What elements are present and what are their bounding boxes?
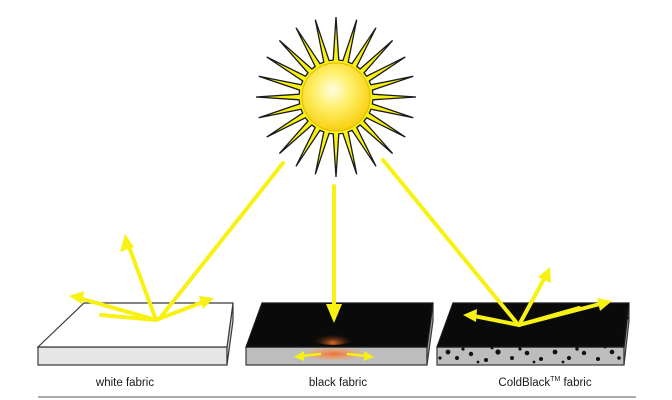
particle-dot [524,350,530,356]
particle-dot [596,357,600,361]
heat-glow [298,346,370,362]
particle-dot [624,309,628,313]
particle-dot [566,355,572,361]
reflected-ray-arrow [463,267,612,322]
particle-dot [438,356,442,360]
particle-dot [617,356,621,360]
particle-dot [623,324,627,328]
absorbed-heat-arrowheads [294,351,374,361]
absorbed-ray-arrowhead [326,304,342,323]
particle-dot [603,345,607,349]
particle-dot [609,349,615,355]
white-fabric-swatch [36,302,234,366]
particle-dot [484,358,488,362]
particle-dot [476,360,480,364]
particle-dot [561,360,565,364]
coldblack-reflected-rays [472,275,602,327]
particle-dot [622,332,626,336]
particle-dot [539,357,543,361]
particle-dot [468,351,474,357]
particle-dot [510,356,514,360]
coldblack-fabric-swatch [436,302,630,366]
coldblack-fabric-label: ColdBlackTM fabric [498,376,591,389]
particle-dot [490,346,494,350]
black-fabric-swatch [245,302,434,366]
black-fabric-label: black fabric [309,377,367,389]
sun-icon [255,16,417,178]
particle-dot [575,347,579,351]
white-reflected-rays [77,242,205,322]
particle-dot [552,349,558,355]
white-fabric-label: white fabric [95,377,154,389]
particle-dot [625,316,629,320]
reflected-ray-arrow [69,234,214,309]
incoming-rays [158,158,518,324]
particle-dot [518,347,522,351]
absorbed-heat-arrow [300,352,368,358]
particle-dot [532,360,536,364]
particle-dot [461,347,465,351]
particle-dot [455,356,459,360]
particle-dot [581,350,587,356]
particle-dot [445,349,451,355]
particle-dot [495,349,501,355]
particle-dots [438,309,629,364]
